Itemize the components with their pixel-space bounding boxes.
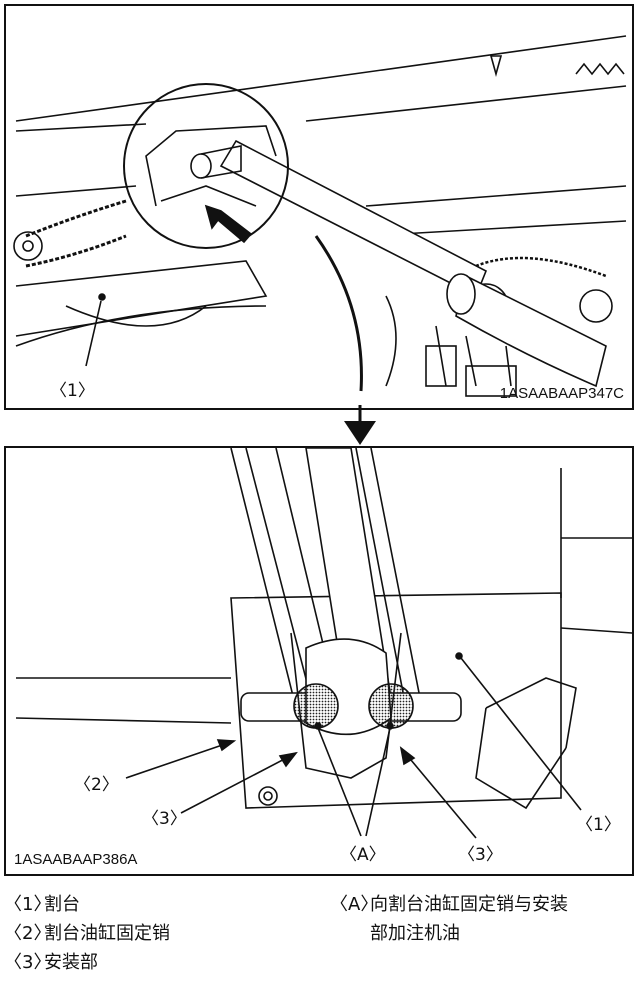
callout-3-left: 〈3〉 [142,809,187,829]
machine-illustration-top [13,35,627,397]
figure-top: 〈1〉 1ASAABAAP347C [4,4,634,410]
down-arrow-icon [344,405,376,445]
figure-code-bottom: 1ASAABAAP386A [14,851,138,868]
legend-left: 〈1〉割台 〈2〉割台油缸固定销 〈3〉安装部 [4,890,170,977]
callout-a: 〈A〉 [340,845,386,865]
legend-note-key: 〈A〉 [330,894,379,915]
legend-key: 〈3〉 [4,952,52,973]
legend-key: 〈1〉 [4,894,52,915]
machine-illustration-bottom [15,448,632,839]
legend-note-text-1: 向割台油缸固定销与安装 [370,894,568,915]
callout-1-top: 〈1〉 [50,381,95,401]
legend-note-line-2: 部加注机油 [330,919,568,948]
legend-text: 割台油缸固定销 [44,923,170,944]
legend-note-text-2: 部加注机油 [370,923,460,944]
figure-bottom: 〈2〉 〈3〉 〈A〉 〈3〉 〈1〉 1ASAABAAP386A [4,446,634,876]
callout-2: 〈2〉 [74,775,119,795]
legend-note-line-1: 〈A〉向割台油缸固定销与安装 [330,890,568,919]
legend-item: 〈1〉割台 [4,890,170,919]
legend-item: 〈2〉割台油缸固定销 [4,919,170,948]
legend-text: 割台 [44,894,80,915]
callout-1-bottom: 〈1〉 [576,815,621,835]
callout-3-right: 〈3〉 [458,845,503,865]
legend-note: 〈A〉向割台油缸固定销与安装 部加注机油 [330,890,568,948]
figure-code-top: 1ASAABAAP347C [499,385,624,402]
legend-item: 〈3〉安装部 [4,948,170,977]
legend-key: 〈2〉 [4,923,52,944]
legend-text: 安装部 [44,952,98,973]
